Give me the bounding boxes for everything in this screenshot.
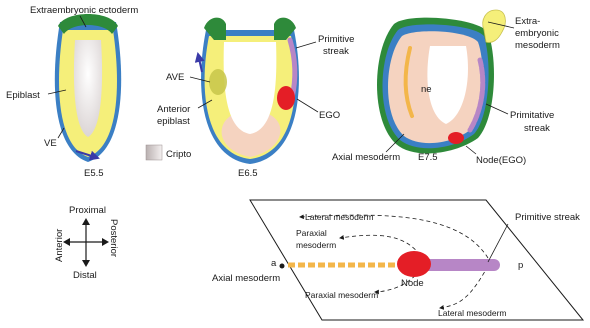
leader-line (466, 146, 476, 154)
label-ave: AVE (166, 72, 184, 83)
label-primitive-streak-2: streak (323, 46, 349, 57)
label-primitative-streak-2: streak (524, 123, 550, 134)
plane-label-paraxial-top-1: Paraxial (296, 228, 327, 238)
leader-line (296, 42, 316, 48)
label-cripto: Cripto (166, 149, 191, 160)
label-ne: ne (421, 84, 432, 95)
label-extra-mesoderm-1: Extra- (515, 16, 540, 27)
compass-proximal: Proximal (69, 205, 106, 216)
label-primitative-streak-1: Primitative (510, 110, 554, 121)
plane-label-node: Node (401, 278, 424, 289)
leader-line (297, 99, 318, 112)
label-epiblast: Epiblast (6, 90, 40, 101)
label-primitive-streak-1: Primitive (318, 34, 354, 45)
label-ve: VE (44, 138, 57, 149)
embryo-e75 (377, 10, 505, 153)
compass-distal: Distal (73, 270, 97, 281)
ave-domain (209, 69, 227, 95)
label-anterior-epiblast-2: epiblast (157, 116, 190, 127)
label-extraembryonic-ectoderm: Extraembryonic ectoderm (30, 5, 138, 16)
ave-migration-arrow (198, 54, 202, 72)
plane-label-paraxial-bottom: Paraxial mesoderm (305, 290, 378, 300)
plane-label-lateral-top: Lateral mesoderm (305, 212, 374, 222)
plane-label-a: a (271, 258, 277, 269)
compass-arrow-down (82, 260, 90, 267)
label-e55: E5.5 (84, 168, 104, 179)
label-extra-mesoderm-3: mesoderm (515, 40, 560, 51)
compass-arrow-right (102, 238, 109, 246)
ego-domain (277, 86, 295, 110)
label-ego: EGO (319, 110, 340, 121)
plane-label-lateral-bottom: Lateral mesoderm (438, 308, 507, 318)
anterior-point-a (280, 264, 285, 269)
node-oval (397, 251, 431, 277)
label-anterior-epiblast-1: Anterior (157, 104, 190, 115)
axis-compass (63, 218, 109, 267)
compass-anterior: Anterior (54, 229, 65, 262)
plane-label-p: p (518, 260, 523, 271)
plane-label-paraxial-top-2: mesoderm (296, 240, 336, 250)
embryo-e55 (55, 14, 121, 162)
compass-posterior: Posterior (108, 219, 119, 257)
plane-label-axial: Axial mesoderm (212, 273, 280, 284)
cripto-swatch (146, 145, 162, 160)
label-e65: E6.5 (238, 168, 258, 179)
node-domain (448, 132, 464, 144)
label-axial-mesoderm-top: Axial mesoderm (332, 152, 400, 163)
extraembryonic-mesoderm-bud (483, 10, 506, 43)
label-e75: E7.5 (418, 152, 438, 163)
embryo-e65 (198, 18, 299, 164)
label-extra-mesoderm-2: embryonic (515, 28, 559, 39)
compass-arrow-up (82, 218, 90, 225)
label-node-ego: Node(EGO) (476, 155, 526, 166)
plane-label-primitive-streak: Primitive streak (515, 212, 580, 223)
